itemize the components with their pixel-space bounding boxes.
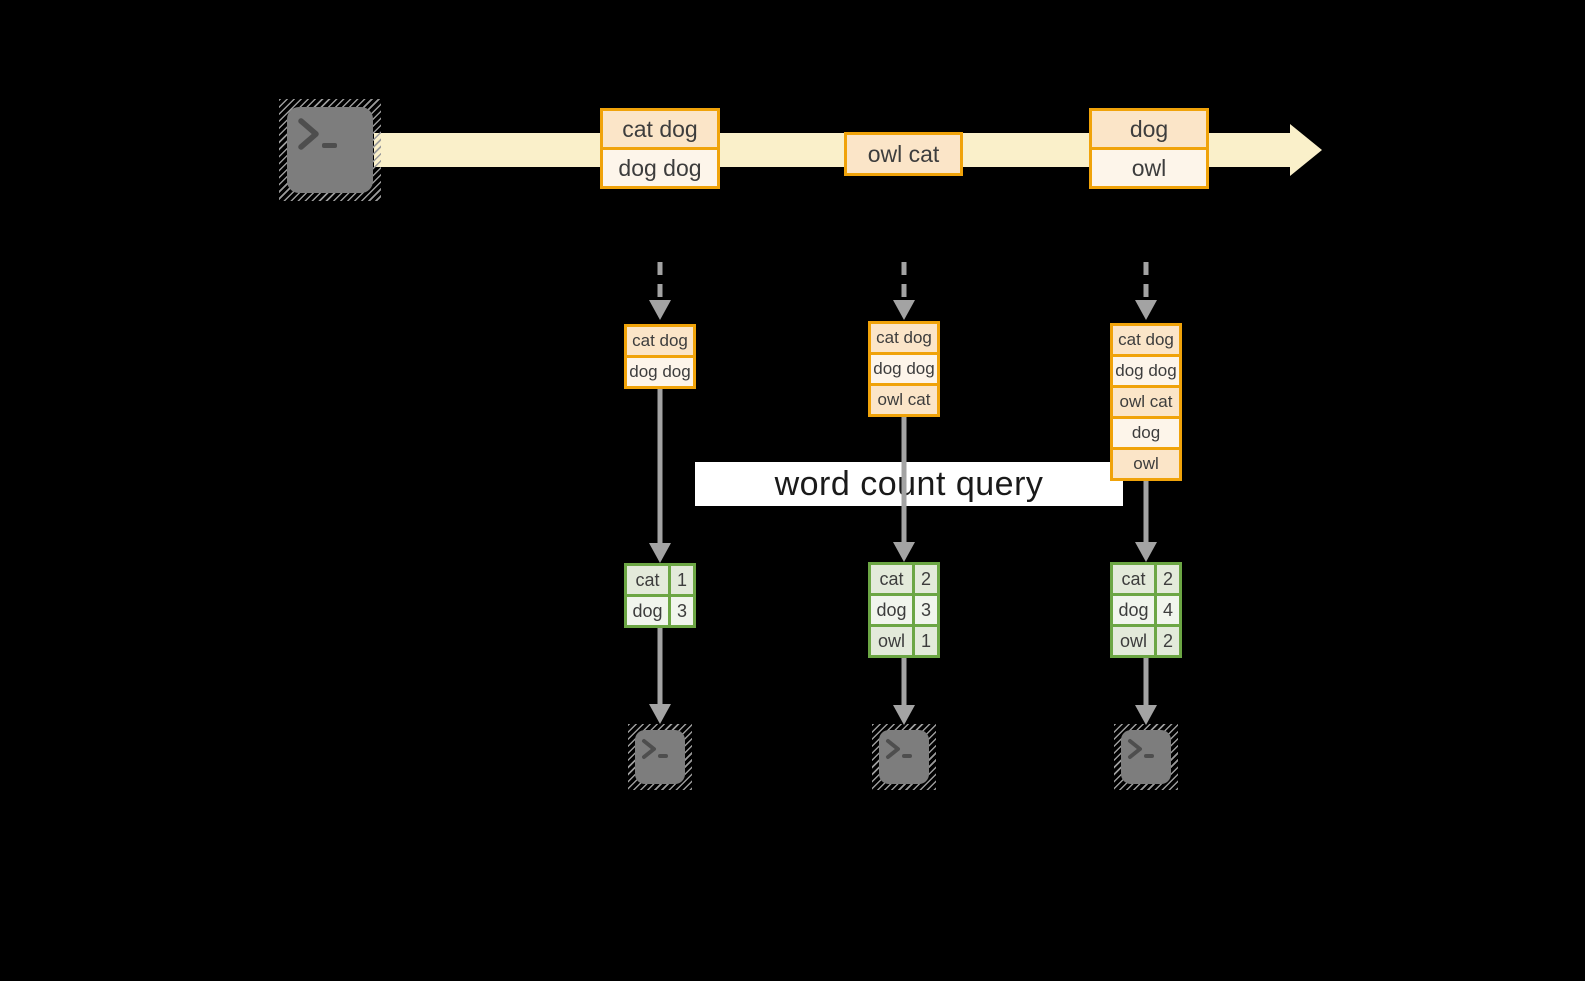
down-arrow-icon — [893, 658, 915, 725]
down-arrow-icon — [1135, 481, 1157, 562]
batch-stack-2: cat dog dog dog owl cat — [868, 321, 940, 417]
stream-batch-3: dog owl — [1089, 108, 1209, 189]
count-cell: 2 — [1157, 627, 1179, 655]
terminal-screen — [879, 730, 929, 784]
terminal-screen — [287, 107, 373, 193]
dashed-arrow-icon — [1135, 262, 1157, 320]
stream-batch-1: cat dog dog dog — [600, 108, 720, 189]
count-cell: 3 — [671, 597, 693, 625]
record: cat dog — [603, 111, 717, 147]
record: owl — [1113, 450, 1179, 478]
record: dog — [1092, 111, 1206, 147]
batch-stack-1: cat dog dog dog — [624, 324, 696, 389]
record: dog dog — [603, 150, 717, 186]
terminal-icon — [279, 99, 381, 201]
record: owl cat — [871, 386, 937, 414]
word-count-table-3: cat 2 dog 4 owl 2 — [1110, 562, 1182, 658]
record: owl — [1092, 150, 1206, 186]
count-cell: 3 — [915, 596, 937, 624]
prompt-icon — [298, 118, 337, 150]
terminal-screen — [635, 730, 685, 784]
count-cell: 4 — [1157, 596, 1179, 624]
query-label: word count query — [695, 462, 1123, 506]
terminal-screen — [1121, 730, 1171, 784]
down-arrow-icon — [893, 417, 915, 562]
record: dog dog — [627, 358, 693, 386]
word-cell: dog — [1113, 596, 1154, 624]
record: owl cat — [1113, 388, 1179, 416]
terminal-icon — [872, 724, 936, 790]
count-cell: 1 — [671, 566, 693, 594]
stream-batch-2: owl cat — [844, 132, 963, 176]
word-cell: cat — [871, 565, 912, 593]
record: cat dog — [1113, 326, 1179, 354]
word-count-table-1: cat 1 dog 3 — [624, 563, 696, 628]
prompt-icon — [1128, 739, 1154, 759]
record: owl cat — [847, 135, 960, 173]
word-cell: cat — [1113, 565, 1154, 593]
dashed-arrow-icon — [649, 262, 671, 320]
word-cell: owl — [1113, 627, 1154, 655]
word-cell: dog — [627, 597, 668, 625]
dashed-arrow-icon — [893, 262, 915, 320]
count-cell: 1 — [915, 627, 937, 655]
down-arrow-icon — [1135, 658, 1157, 725]
terminal-icon — [1114, 724, 1178, 790]
prompt-icon — [642, 739, 668, 759]
word-cell: dog — [871, 596, 912, 624]
batch-stack-3: cat dog dog dog owl cat dog owl — [1110, 323, 1182, 481]
record: cat dog — [627, 327, 693, 355]
record: cat dog — [871, 324, 937, 352]
prompt-icon — [886, 739, 912, 759]
count-cell: 2 — [915, 565, 937, 593]
word-cell: cat — [627, 566, 668, 594]
count-cell: 2 — [1157, 565, 1179, 593]
down-arrow-icon — [649, 389, 671, 563]
stream-arrowhead-icon — [1290, 124, 1322, 176]
record: dog — [1113, 419, 1179, 447]
word-count-table-2: cat 2 dog 3 owl 1 — [868, 562, 940, 658]
word-cell: owl — [871, 627, 912, 655]
record: dog dog — [1113, 357, 1179, 385]
terminal-icon — [628, 724, 692, 790]
down-arrow-icon — [649, 628, 671, 724]
record: dog dog — [871, 355, 937, 383]
